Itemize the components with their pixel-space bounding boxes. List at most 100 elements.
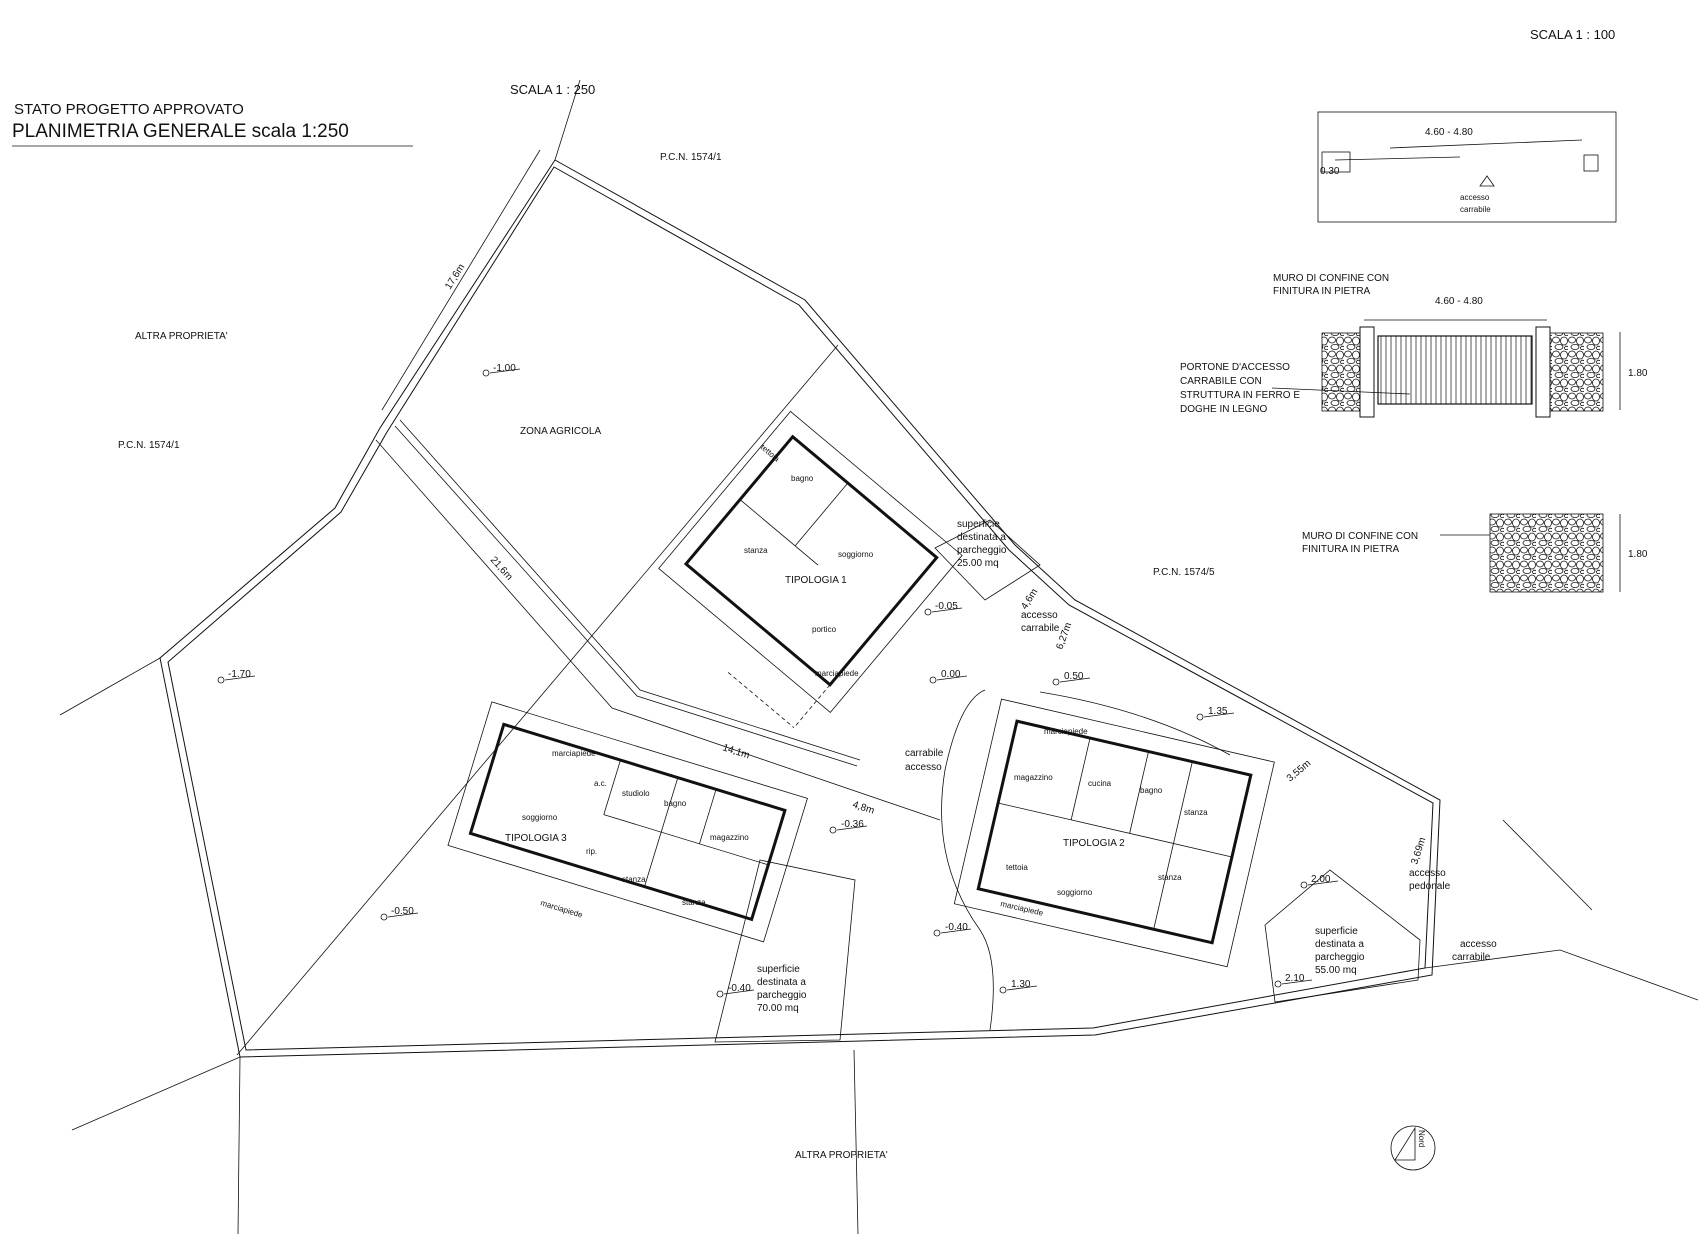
detail-height: 1.80: [1628, 549, 1648, 560]
level-markers: -1.00 -1.70 -0.50 -0.05 0.00 0.50 1.35 -…: [217, 363, 1339, 998]
level-marker: 1.35: [1196, 706, 1235, 721]
room-label: portico: [812, 625, 837, 634]
room-label: soggiorno: [522, 813, 558, 822]
room-label: magazzino: [710, 833, 749, 842]
drawing-title: PLANIMETRIA GENERALE scala 1:250: [12, 121, 349, 142]
access-label: accesso carrabile: [1021, 610, 1060, 634]
room-label: soggiorno: [1057, 888, 1093, 897]
level-marker: -0.05: [924, 601, 963, 616]
room-label: tettoia: [1006, 863, 1028, 872]
svg-text:FINITURA IN PIETRA: FINITURA IN PIETRA: [1273, 286, 1371, 297]
room-label: magazzino: [1014, 773, 1053, 782]
room-label: stanza: [1158, 873, 1182, 882]
room-label: stanza: [682, 898, 706, 907]
room-label: marciapiede: [552, 749, 596, 758]
svg-text:parcheggio: parcheggio: [957, 545, 1007, 556]
svg-text:accesso: accesso: [1021, 610, 1058, 621]
level-marker: 2.00: [1300, 874, 1339, 889]
level-marker: -0.50: [380, 906, 419, 921]
svg-text:carrabile: carrabile: [1452, 952, 1491, 963]
svg-text:2.10: 2.10: [1285, 973, 1305, 984]
tipologia-2-building: marciapiede magazzino cucina bagno stanz…: [941, 689, 1275, 1031]
svg-text:-0.50: -0.50: [391, 906, 414, 917]
room-label: marciapiede: [1044, 727, 1088, 736]
room-label: bagno: [664, 799, 687, 808]
dimension-label: 21,6m: [488, 555, 515, 583]
room-label: cucina: [1088, 779, 1112, 788]
building-name: TIPOLOGIA 1: [785, 575, 847, 586]
altra-proprieta-label: ALTRA PROPRIETA': [135, 331, 228, 342]
room-label: marciapiede: [815, 669, 859, 678]
level-marker: -0.36: [829, 819, 868, 834]
room-label: rip.: [586, 847, 597, 856]
dimension-label: 17,6m: [443, 262, 467, 291]
detail-dimension: 4.60 - 4.80: [1425, 127, 1473, 138]
detail-height: 1.80: [1628, 368, 1648, 379]
svg-text:PORTONE D'ACCESSO: PORTONE D'ACCESSO: [1180, 362, 1290, 373]
svg-text:1.35: 1.35: [1208, 706, 1228, 717]
north-label: Nord: [1417, 1130, 1426, 1147]
svg-text:-0.40: -0.40: [945, 922, 968, 933]
drawing-subtitle: STATO PROGETTO APPROVATO: [14, 101, 244, 118]
svg-text:accesso: accesso: [905, 762, 942, 773]
access-label: accesso pedonale: [1409, 868, 1451, 892]
svg-text:DOGHE IN LEGNO: DOGHE IN LEGNO: [1180, 404, 1267, 415]
dimension-label: 4,6m: [1019, 587, 1040, 612]
dimension-label: 4,8m: [851, 799, 876, 816]
svg-text:accesso: accesso: [1460, 193, 1490, 202]
svg-text:-1.70: -1.70: [228, 669, 251, 680]
svg-text:55.00 mq: 55.00 mq: [1315, 965, 1357, 976]
room-label: soggiorno: [838, 550, 874, 559]
detail-dimension: 0.30: [1320, 166, 1340, 177]
svg-text:0.50: 0.50: [1064, 671, 1084, 682]
stone-wall-detail: 1.80 MURO DI CONFINE CON FINITURA IN PIE…: [1302, 513, 1648, 593]
svg-text:CARRABILE CON: CARRABILE CON: [1180, 376, 1262, 387]
dimension-label: 3,69m: [1409, 836, 1428, 866]
building-name: TIPOLOGIA 3: [505, 833, 567, 844]
room-label: tettoia: [759, 443, 782, 464]
svg-text:pedonale: pedonale: [1409, 881, 1451, 892]
tipologia-1-building: tettoia bagno stanza soggiorno TIPOLOGIA…: [658, 410, 963, 728]
parcel-label: P.C.N. 1574/5: [1153, 567, 1215, 578]
svg-text:superficie: superficie: [757, 964, 800, 975]
altra-proprieta-label: ALTRA PROPRIETA': [795, 1150, 888, 1161]
parking-label: superficie destinata a parcheggio 55.00 …: [1315, 926, 1365, 976]
level-marker: -1.70: [217, 669, 256, 684]
tipologia-3-building: marciapiede a.c. studiolo bagno soggiorn…: [447, 701, 808, 943]
access-detail-plan: 4.60 - 4.80 0.30 accesso carrabile: [1317, 111, 1617, 223]
svg-text:destinata a: destinata a: [757, 977, 806, 988]
svg-text:MURO DI CONFINE CON: MURO DI CONFINE CON: [1273, 273, 1389, 284]
svg-text:destinata a: destinata a: [957, 532, 1006, 543]
svg-text:superficie: superficie: [957, 519, 1000, 530]
dimension-label: 3,55m: [1285, 758, 1313, 784]
room-label: marciapiede: [539, 898, 584, 920]
svg-text:carrabile: carrabile: [1021, 623, 1060, 634]
zona-agricola-label: ZONA AGRICOLA: [520, 426, 601, 437]
room-label: stanza: [744, 546, 768, 555]
svg-text:accesso: accesso: [1460, 939, 1497, 950]
level-marker: 0.50: [1052, 671, 1091, 686]
level-marker: 0.00: [929, 669, 968, 684]
title-block: STATO PROGETTO APPROVATO PLANIMETRIA GEN…: [12, 101, 413, 147]
access-label: accesso carrabile: [1452, 939, 1497, 963]
svg-text:FINITURA IN PIETRA: FINITURA IN PIETRA: [1302, 544, 1400, 555]
gate-elevation-detail: MURO DI CONFINE CON FINITURA IN PIETRA 4…: [1180, 273, 1648, 418]
dimension-label: 14,1m: [721, 742, 751, 761]
parking-label: superficie destinata a parcheggio 70.00 …: [757, 964, 807, 1014]
scale-label-250: SCALA 1 : 250: [510, 82, 595, 97]
svg-text:parcheggio: parcheggio: [1315, 952, 1365, 963]
svg-text:70.00 mq: 70.00 mq: [757, 1003, 799, 1014]
svg-text:-0.05: -0.05: [935, 601, 958, 612]
svg-text:superficie: superficie: [1315, 926, 1358, 937]
room-label: bagno: [1140, 786, 1163, 795]
room-label: a.c.: [594, 779, 607, 788]
access-label: carrabile accesso: [905, 748, 944, 773]
parking-label: superficie destinata a parcheggio 25.00 …: [957, 519, 1007, 569]
svg-text:parcheggio: parcheggio: [757, 990, 807, 1001]
level-marker: 1.30: [999, 979, 1038, 994]
parking-areas: [714, 519, 1421, 1043]
svg-text:MURO DI CONFINE CON: MURO DI CONFINE CON: [1302, 531, 1418, 542]
parcel-label: P.C.N. 1574/1: [118, 440, 180, 451]
room-label: stanza: [622, 875, 646, 884]
svg-text:1.30: 1.30: [1011, 979, 1031, 990]
